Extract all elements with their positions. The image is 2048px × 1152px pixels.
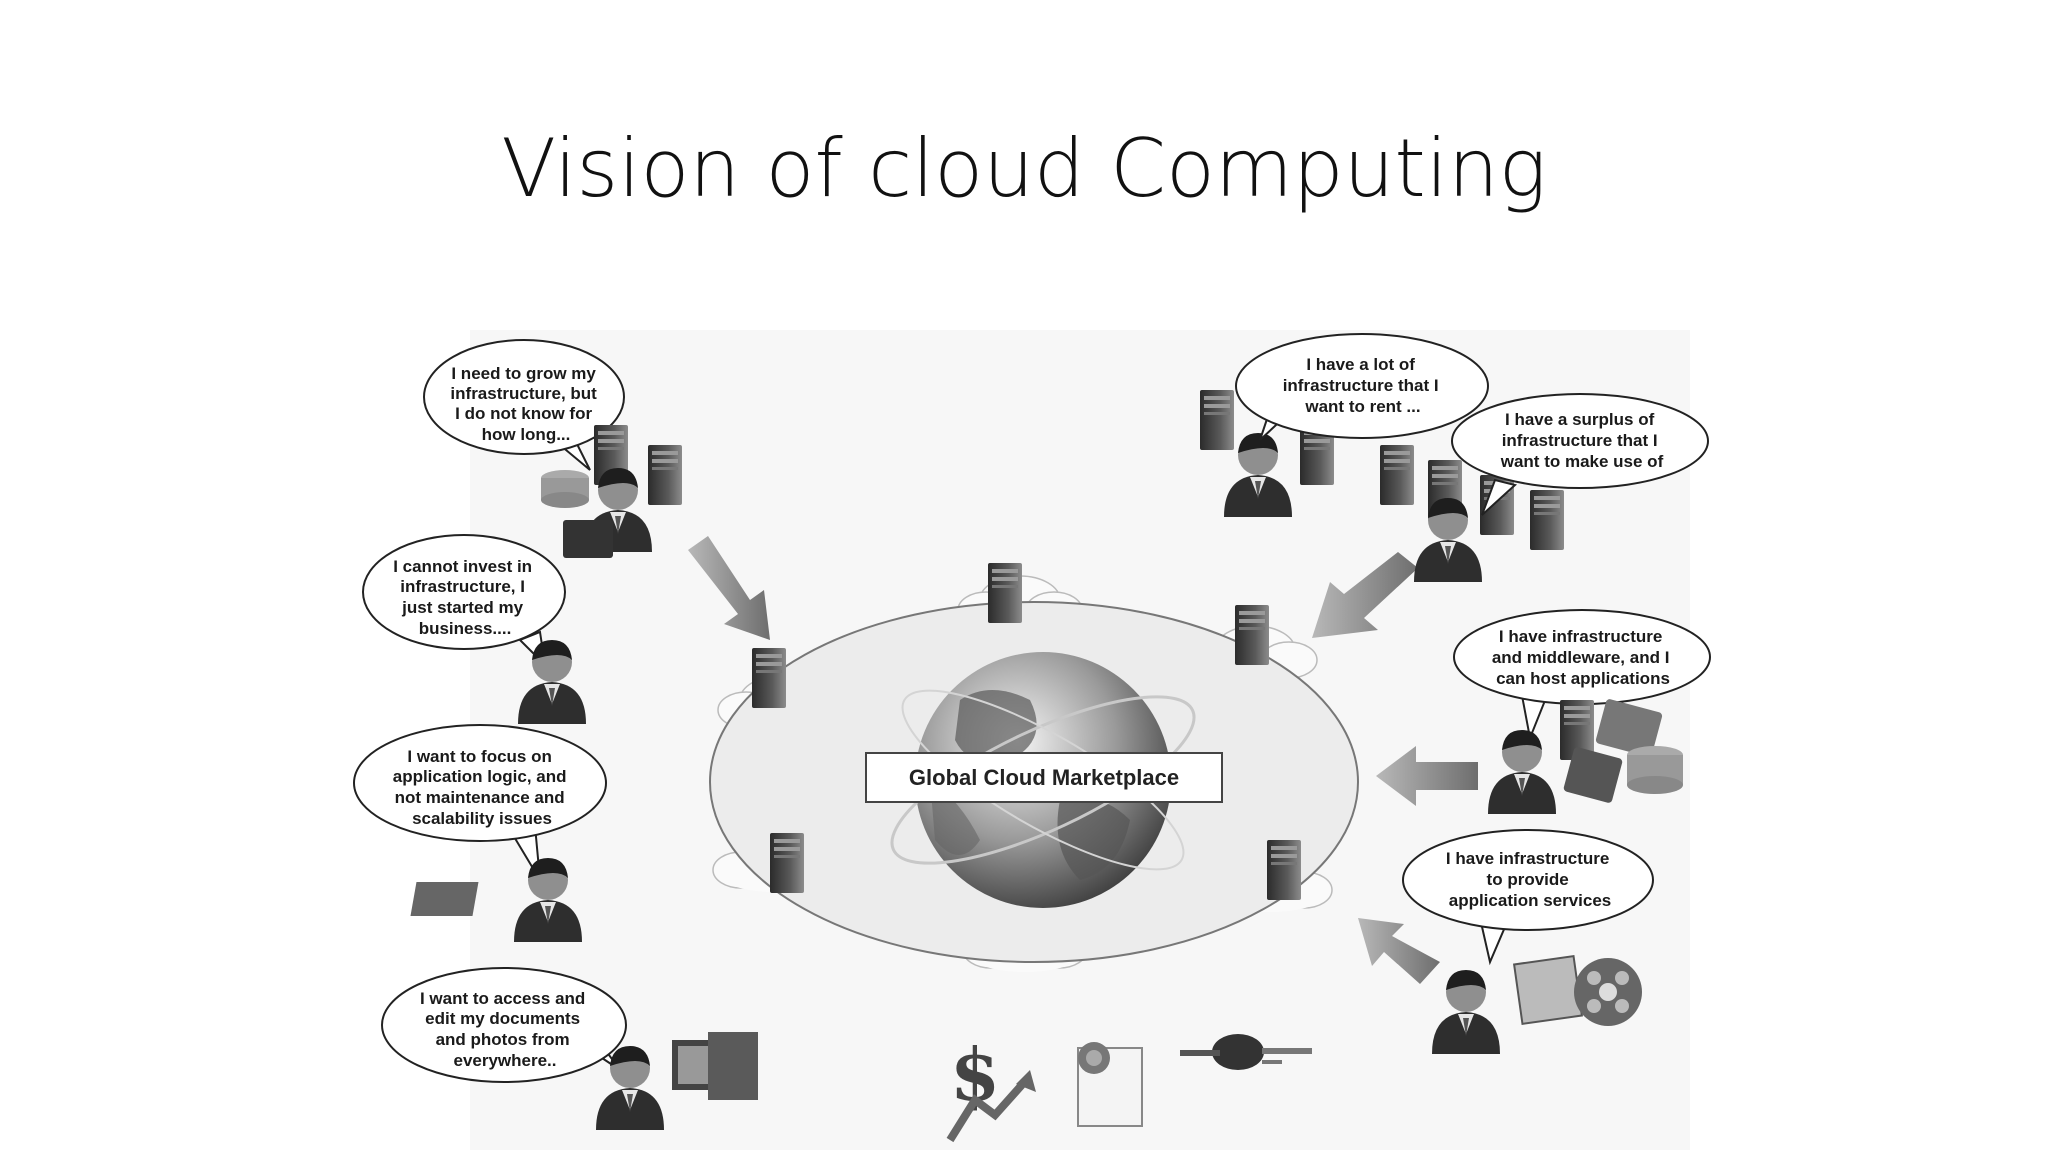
server-icon — [752, 648, 786, 708]
computer-icon — [672, 1032, 758, 1100]
bubble-invest-line-4: business.... — [419, 619, 512, 638]
bubble-middleware-line-3: can host applications — [1496, 669, 1670, 688]
bubble-middleware-line-1: I have infrastructure — [1499, 627, 1662, 646]
server-icon — [1200, 390, 1234, 450]
bubble-focus-line-1: I want to focus on — [407, 747, 552, 766]
bubble-services-line-1: I have infrastructure — [1446, 849, 1609, 868]
consumer-focus-figure — [410, 858, 582, 942]
bubble-access-line-2: edit my documents — [425, 1009, 580, 1028]
dollar-growth-icon: $ — [946, 1032, 1036, 1143]
bubble-services-line-3: application services — [1449, 891, 1612, 910]
bubble-middleware-line-2: and middleware, and I — [1492, 648, 1670, 667]
film-reel-icon — [1574, 958, 1642, 1026]
svg-text:I have infrastructure an: I have infrastructure and middleware, an… — [1492, 627, 1674, 688]
server-icon — [770, 833, 804, 893]
server-icon — [1267, 840, 1301, 900]
bubble-grow-line-3: I do not know for — [455, 404, 592, 423]
gears-icon — [1595, 699, 1663, 757]
server-icon — [988, 563, 1022, 623]
bubble-surplus-line-1: I have a surplus of — [1505, 410, 1655, 429]
database-icon — [541, 470, 589, 508]
bubble-grow-line-2: infrastructure, but — [450, 384, 597, 403]
consumer-grow-figure — [541, 425, 682, 558]
bubble-rent-line-1: I have a lot of — [1306, 355, 1415, 374]
speech-bubble-surplus: I have a surplus of infrastructure that … — [1451, 393, 1709, 516]
bubble-rent-line-3: want to rent ... — [1304, 397, 1420, 416]
plug-icon — [1180, 1034, 1312, 1070]
speech-bubble-rent: I have a lot of infrastructure that I wa… — [1235, 333, 1489, 441]
server-icon — [1380, 445, 1414, 505]
speech-bubble-grow: I need to grow my infrastructure, but I … — [423, 339, 625, 471]
consumer-access-figure — [596, 1032, 758, 1130]
speech-bubble-access: I want to access and edit my documents a… — [381, 967, 627, 1083]
arrow-icon — [1358, 918, 1440, 984]
server-icon — [1235, 605, 1269, 665]
server-icon — [1530, 490, 1564, 550]
bubble-surplus-line-3: want to make use of — [1500, 452, 1664, 471]
certificate-icon — [1077, 1042, 1143, 1127]
bubble-grow-line-4: how long... — [482, 425, 571, 444]
svg-text:I cannot invest in infra: I cannot invest in infrastructure, I jus… — [393, 557, 537, 638]
provider-services-figure — [1432, 954, 1642, 1054]
bubble-access-line-3: and photos from — [436, 1030, 570, 1049]
provider-middleware-figure — [1488, 699, 1683, 814]
svg-text:I want to focus on appli: I want to focus on application logic, an… — [393, 747, 572, 828]
slide-title: Vision of cloud Computing — [501, 122, 1547, 215]
arrow-icon — [688, 536, 770, 640]
bubble-rent-line-2: infrastructure that I — [1283, 376, 1439, 395]
svg-text:I have a surplus of infr: I have a surplus of infrastructure that … — [1500, 410, 1664, 471]
database-icon — [1627, 746, 1683, 794]
speech-bubble-focus: I want to focus on application logic, an… — [353, 724, 607, 881]
svg-text:I want to access and edi: I want to access and edit my documents a… — [420, 989, 590, 1070]
speech-bubble-middleware: I have infrastructure and middleware, an… — [1453, 609, 1711, 742]
toolbox-icon — [410, 882, 479, 916]
marketplace-label-box: Global Cloud Marketplace — [865, 752, 1223, 803]
svg-text:I have a lot of infrastr: I have a lot of infrastructure that I wa… — [1283, 355, 1444, 416]
speech-bubble-services: I have infrastructure to provide applica… — [1402, 829, 1654, 966]
bubble-invest-line-3: just started my — [401, 598, 523, 617]
bubble-access-line-1: I want to access and — [420, 989, 585, 1008]
bubble-invest-line-2: infrastructure, I — [400, 577, 525, 596]
bubble-surplus-line-2: infrastructure that I — [1502, 431, 1658, 450]
bubble-focus-line-4: scalability issues — [412, 809, 552, 828]
calendar-icon — [1512, 954, 1584, 1026]
bubble-invest-line-1: I cannot invest in — [393, 557, 532, 576]
bubble-services-line-2: to provide — [1487, 870, 1569, 889]
arrow-icon — [1376, 746, 1478, 806]
svg-text:I have infrastructure to: I have infrastructure to provide applica… — [1446, 849, 1614, 910]
server-icon — [648, 445, 682, 505]
marketplace-label: Global Cloud Marketplace — [909, 765, 1179, 790]
bubble-grow-line-1: I need to grow my — [451, 364, 596, 383]
bubble-access-line-4: everywhere.. — [453, 1051, 556, 1070]
bubble-focus-line-3: not maintenance and — [395, 788, 565, 807]
bubble-focus-line-2: application logic, and — [393, 767, 567, 786]
arrow-icon — [1312, 552, 1418, 638]
svg-text:I need to grow my infras: I need to grow my infrastructure, but I … — [450, 364, 601, 444]
speech-bubble-invest: I cannot invest in infrastructure, I jus… — [362, 534, 566, 668]
briefcase-icon — [563, 520, 613, 558]
plug-icon — [1563, 747, 1623, 803]
